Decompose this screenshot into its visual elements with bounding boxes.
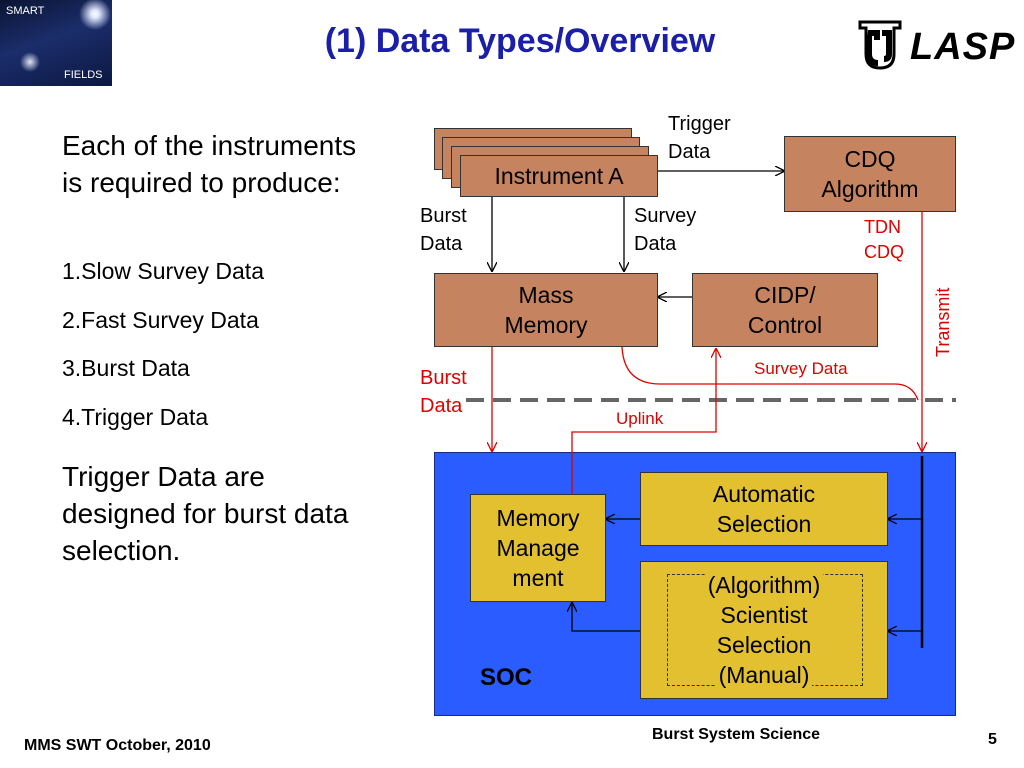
trigger-data-label: Trigger Data [668,113,731,163]
instrument-box: Instrument A [460,155,658,197]
memory-management-box: Memory Manage ment [470,494,606,602]
scientist-selection-line: Scientist [720,602,808,628]
scientist-selection-box: (Algorithm) Scientist Selection (Manual) [640,561,888,699]
automatic-selection-box: Automatic Selection [640,472,888,546]
footer-date: MMS SWT October, 2010 [24,737,211,754]
uplink-label: Uplink [616,409,664,428]
list-item: 1.Slow Survey Data [62,258,264,284]
tdn-cdq-label: TDN CDQ [864,217,904,262]
list-item: 2.Fast Survey Data [62,307,259,333]
list-item: 3.Burst Data [62,355,190,381]
survey-data-label: Survey Data [634,205,697,255]
page-number: 5 [988,731,997,748]
page-title: (1) Data Types/Overview [324,22,716,60]
lasp-logo-text: LASP [910,26,1016,68]
burst-data-label: Burst Data [420,205,467,255]
smart-fields-logo: SMART FIELDS [0,0,112,86]
burst-data-red-label: Burst Data [420,367,467,417]
lasp-logo: LASP [852,14,1016,76]
list-item: 4.Trigger Data [62,404,209,430]
scientist-selection-line: Selection [716,632,812,658]
cdq-algorithm-box: CDQ Algorithm [784,136,956,212]
soc-label: SOC [480,664,533,691]
cidp-control-box: CIDP/ Control [692,273,878,347]
intro-text: Each of the instruments is required to p… [62,130,357,198]
survey-data-red-label: Survey Data [754,359,848,378]
footer-center: Burst System Science [652,726,821,743]
cu-shield-icon [858,20,902,70]
scientist-selection-line: (Manual) [715,660,813,690]
mass-memory-box: Mass Memory [434,273,658,347]
logo-smart-label: SMART [6,5,45,17]
logo-fields-label: FIELDS [64,69,103,81]
scientist-selection-line: (Algorithm) [704,570,824,600]
transmit-label: Transmit [933,287,953,357]
closing-text: Trigger Data are designed for burst data… [62,461,349,566]
